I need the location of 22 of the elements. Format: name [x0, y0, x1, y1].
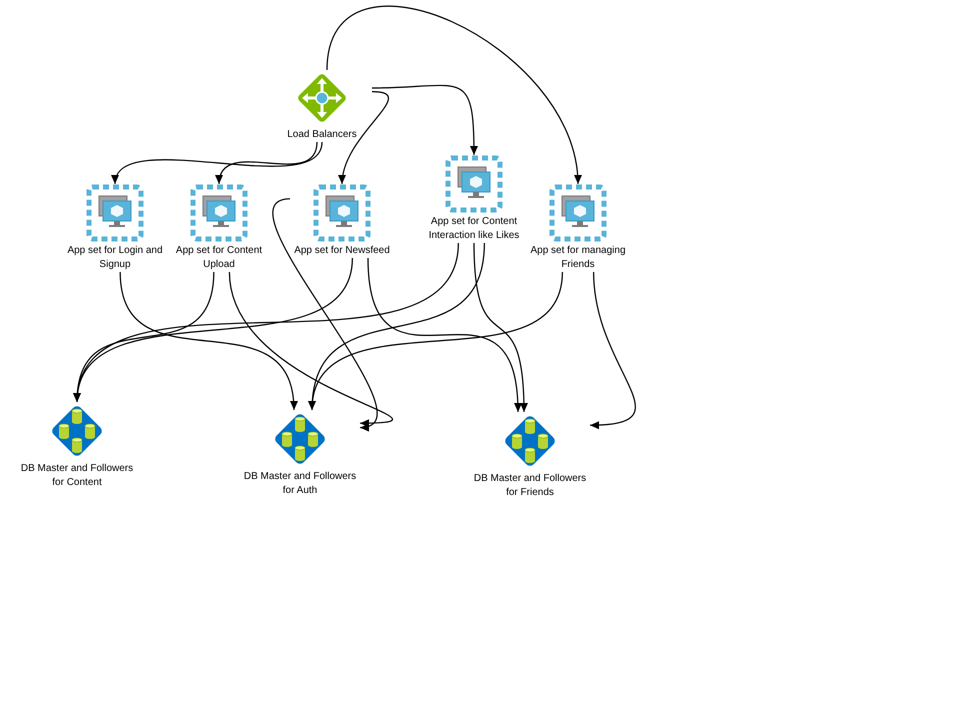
node-label: Load Balancers — [287, 128, 357, 142]
arrow — [228, 272, 392, 427]
arrow — [590, 272, 636, 429]
arrow — [120, 272, 297, 410]
arrow — [339, 91, 389, 184]
arrow — [216, 142, 318, 184]
node-label: DB Master and Followers for Content — [20, 462, 134, 490]
node-label: App set for Newsfeed — [294, 244, 390, 258]
arrow — [310, 272, 563, 410]
node-label: App set for Content Interaction like Likes — [428, 215, 520, 243]
arrow — [114, 142, 323, 184]
arrow — [372, 84, 478, 155]
node-label: App set for managing Friends — [529, 244, 627, 272]
node-label: App set for Login and Signup — [66, 244, 164, 272]
node-label: App set for Content Upload — [174, 244, 264, 272]
arrow — [367, 258, 522, 412]
arrow — [75, 242, 459, 402]
arrow — [326, 6, 581, 184]
arrow — [272, 198, 378, 429]
arrow — [473, 242, 528, 412]
node-label: DB Master and Followers for Friends — [472, 472, 588, 500]
node-label: DB Master and Followers for Auth — [242, 470, 358, 498]
